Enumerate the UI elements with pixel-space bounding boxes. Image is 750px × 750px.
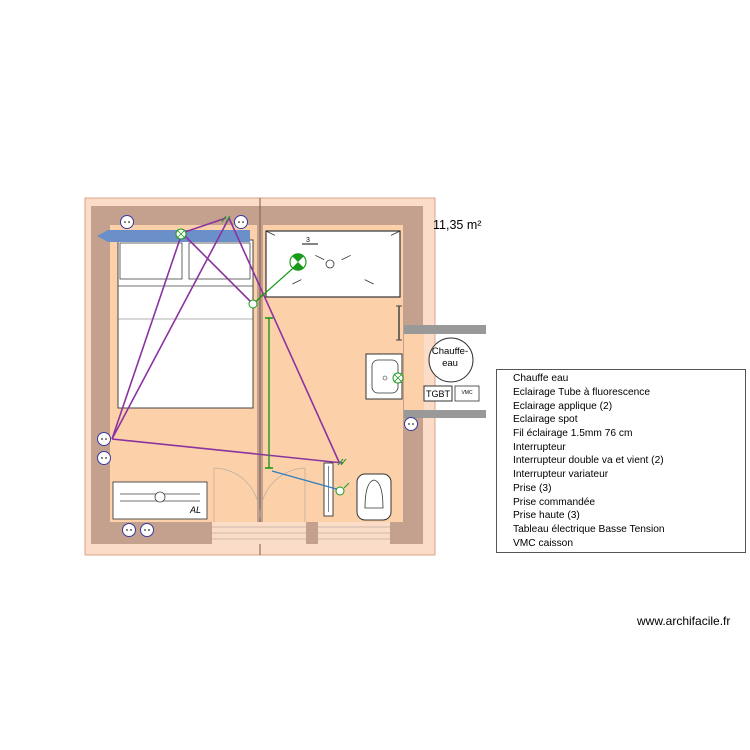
legend-item-label: VMC caisson bbox=[513, 537, 574, 549]
wall-light-sink bbox=[392, 372, 404, 384]
switch-wire bbox=[271, 470, 341, 491]
legend-item: Prise commandée bbox=[499, 495, 745, 509]
legend-item: Interrupteur double va et vient (2) bbox=[499, 454, 745, 468]
outlet-right-wall bbox=[404, 417, 418, 431]
area-label: 11,35 m² bbox=[433, 218, 482, 232]
vmc-label: VMC bbox=[461, 390, 473, 396]
legend-item: Interrupteur bbox=[499, 440, 745, 454]
legend-item: Eclairage spot bbox=[499, 413, 745, 427]
outlet-top-left bbox=[120, 215, 134, 229]
water-heater bbox=[428, 337, 474, 383]
switch-bathroom bbox=[335, 486, 345, 496]
bathroom-radiator bbox=[323, 462, 334, 517]
legend-item: Tableau électrique Basse Tension bbox=[499, 523, 745, 537]
towel-rail bbox=[396, 305, 402, 341]
device-label: AL bbox=[190, 505, 202, 515]
wall-gap bbox=[404, 334, 424, 410]
legend-item-label: Prise haute (3) bbox=[513, 510, 580, 522]
outlet-bottom-2 bbox=[140, 523, 154, 537]
outlet-top-right bbox=[234, 215, 248, 229]
panel-label: TGBT bbox=[426, 389, 450, 399]
legend-item-label: Eclairage Tube à fluorescence bbox=[513, 387, 651, 399]
legend-item-label: Interrupteur bbox=[513, 441, 566, 453]
shower-tray bbox=[265, 230, 401, 298]
toilet bbox=[356, 473, 392, 521]
shower-count-label: 3 bbox=[306, 237, 310, 244]
bathroom-door bbox=[318, 522, 390, 544]
vmc-unit bbox=[454, 385, 480, 402]
legend: Chauffe eau Eclairage Tube à fluorescenc… bbox=[496, 369, 746, 553]
legend-item-label: Fil éclairage 1.5mm 76 cm bbox=[513, 428, 633, 440]
legend-item: Eclairage applique (2) bbox=[499, 399, 745, 413]
lighting-wires bbox=[111, 216, 344, 464]
legend-item: Prise (3) bbox=[499, 482, 745, 496]
legend-item: VMC caisson bbox=[499, 536, 745, 550]
spotlight-fixture bbox=[289, 253, 307, 271]
watermark: www.archifacile.fr bbox=[637, 614, 731, 628]
legend-item: Eclairage Tube à fluorescence bbox=[499, 386, 745, 400]
switch-symbols bbox=[221, 215, 350, 489]
legend-item-label: Chauffe eau bbox=[513, 373, 569, 385]
exterior-wall-bottom bbox=[404, 410, 486, 418]
outlet-left-lower bbox=[97, 451, 111, 465]
switch-divider bbox=[248, 299, 258, 309]
exterior-wall-top bbox=[404, 325, 486, 334]
legend-item-label: Interrupteur variateur bbox=[513, 469, 609, 481]
electrical-panel bbox=[423, 385, 453, 402]
bed bbox=[117, 239, 254, 409]
legend-item-label: Eclairage applique (2) bbox=[513, 400, 613, 412]
legend-item-label: Tableau électrique Basse Tension bbox=[513, 523, 665, 535]
outlet-bottom-1 bbox=[122, 523, 136, 537]
legend-item: Prise haute (3) bbox=[499, 509, 745, 523]
legend-item-label: Interrupteur double va et vient (2) bbox=[513, 455, 664, 467]
legend-item-label: Prise (3) bbox=[513, 482, 552, 494]
double-door bbox=[212, 467, 306, 544]
radiator-device bbox=[112, 481, 208, 520]
legend-item-label: Prise commandée bbox=[513, 496, 596, 508]
legend-item: Fil éclairage 1.5mm 76 cm bbox=[499, 427, 745, 441]
wall-light-bed bbox=[175, 228, 187, 240]
outlet-left-upper bbox=[97, 432, 111, 446]
legend-item: Interrupteur variateur bbox=[499, 468, 745, 482]
legend-item-label: Eclairage spot bbox=[513, 414, 578, 426]
headboard-bar bbox=[97, 230, 250, 242]
legend-item: Chauffe eau bbox=[499, 372, 745, 386]
water-heater-label: Chauffe-eau bbox=[431, 346, 469, 369]
